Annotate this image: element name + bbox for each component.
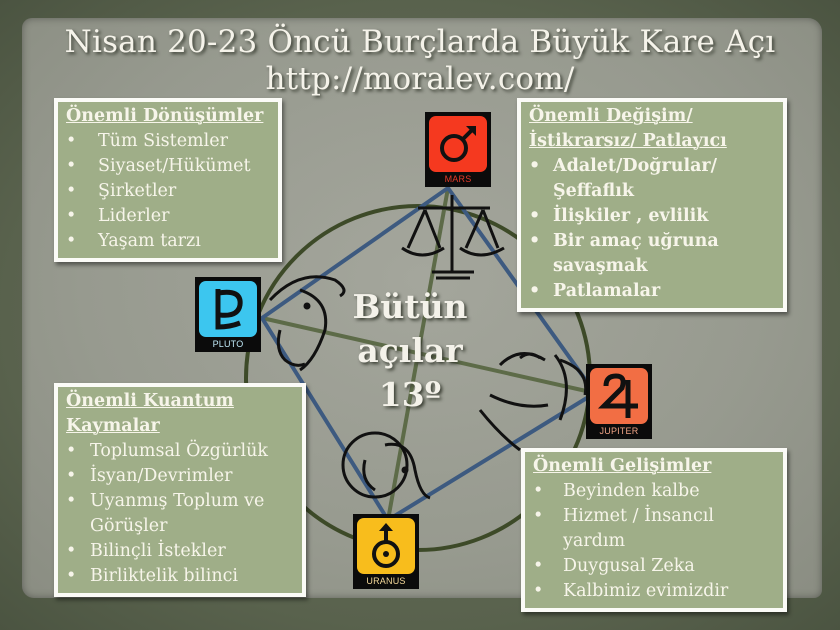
list-item: Yaşam tarzı [66,229,270,254]
card-list: Tüm Sistemler Siyaset/Hükümet Şirketler … [66,129,270,254]
aries-icon [341,431,431,500]
list-item: Kalbimiz evimizdir [533,579,775,604]
pluto-icon [199,281,257,337]
card-heading: Önemli Dönüşümler [66,106,264,126]
mars-icon [429,116,487,172]
planet-label-pluto: PLUTO [212,339,244,349]
list-item: Birliktelik bilinci [66,564,294,589]
list-item: Patlamalar [529,279,775,304]
list-item: Uyanmış Toplum ve Görüşler [66,489,294,539]
planet-label-uranus: URANUS [366,576,406,586]
planet-jupiter: JUPITER [586,364,652,439]
card-list: Adalet/Doğrular/ Şeffaflık İlişkiler , e… [529,154,775,304]
list-item: Tüm Sistemler [66,129,270,154]
title-line-1: Nisan 20-23 Öncü Burçlarda Büyük Kare Aç… [64,24,776,60]
card-heading-line-1: Önemli Kuantum [66,391,234,411]
center-line-1: Bütün [352,287,468,326]
slide-title: Nisan 20-23 Öncü Burçlarda Büyük Kare Aç… [0,24,840,98]
card-heading-line-2: Kaymalar [66,416,160,436]
title-url: http://moralev.com/ [265,61,575,97]
planet-uranus: URANUS [353,514,419,589]
list-item: Hizmet / İnsancıl yardım [533,504,775,554]
card-quantum-shifts: Önemli Kuantum Kaymalar Toplumsal Özgürl… [54,383,306,597]
list-item: Toplumsal Özgürlük [66,439,294,464]
cancer-icon [478,352,588,452]
planet-label-mars: MARS [444,174,472,184]
list-item: Siyaset/Hükümet [66,154,270,179]
center-line-2: açılar [357,331,463,370]
jupiter-icon [590,368,648,424]
libra-icon [401,195,505,280]
planet-mars: MARS [425,112,491,187]
planet-pluto: PLUTO [195,277,261,352]
card-heading-line-1: Önemli Değişim/ [529,106,693,126]
uranus-icon [357,518,415,574]
planet-label-jupiter: JUPITER [599,426,639,436]
list-item: İsyan/Devrimler [66,464,294,489]
list-item: İlişkiler , evlilik [529,204,775,229]
list-item: Duygusal Zeka [533,554,775,579]
list-item: Şirketler [66,179,270,204]
center-line-3: 13º [378,375,442,414]
card-developments: Önemli Gelişimler Beyinden kalbe Hizmet … [521,448,787,612]
list-item: Adalet/Doğrular/ Şeffaflık [529,154,775,204]
list-item: Bilinçli İstekler [66,539,294,564]
card-heading: Önemli Gelişimler [533,456,712,476]
capricorn-icon [268,275,346,372]
card-list: Toplumsal Özgürlük İsyan/Devrimler Uyanm… [66,439,294,589]
list-item: Bir amaç uğruna savaşmak [529,229,775,279]
cross-line-horizontal [261,316,596,395]
center-label: Bütün açılar 13º [345,285,475,417]
card-transformations: Önemli Dönüşümler Tüm Sistemler Siyaset/… [54,98,282,262]
card-list: Beyinden kalbe Hizmet / İnsancıl yardım … [533,479,775,604]
list-item: Liderler [66,204,270,229]
card-changes: Önemli Değişim/ İstikrarsız/ Patlayıcı A… [517,98,787,312]
list-item: Beyinden kalbe [533,479,775,504]
card-heading-line-2: İstikrarsız/ Patlayıcı [529,131,727,151]
